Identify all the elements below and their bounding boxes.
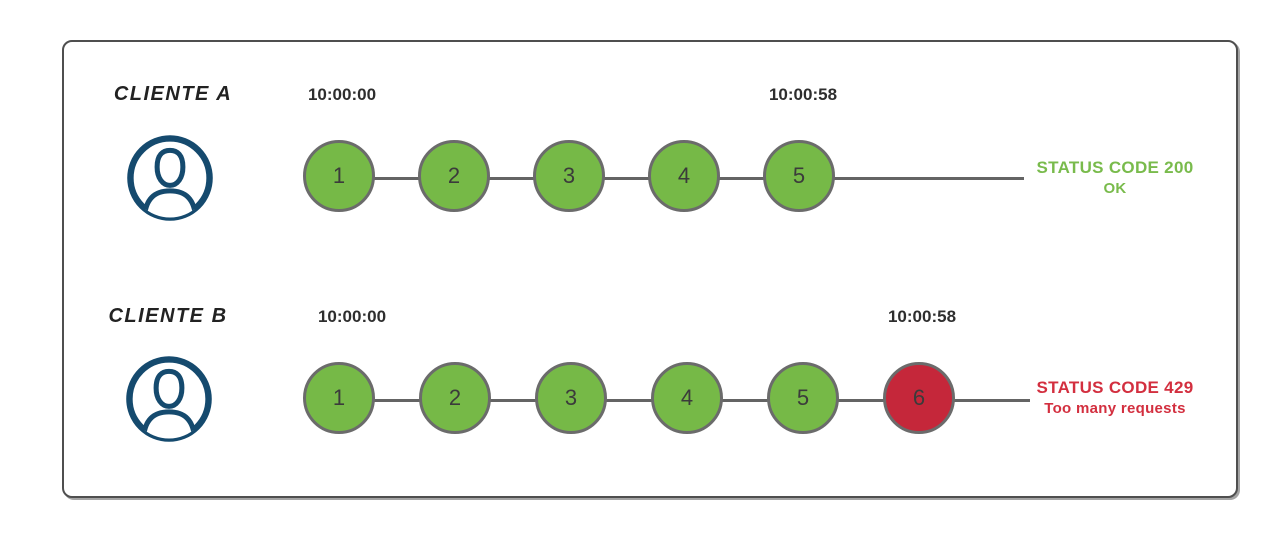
request-b-2: 2	[419, 362, 491, 434]
request-number: 1	[332, 385, 346, 410]
timestamp-start-a: 10:00:00	[307, 85, 377, 104]
status-a-message: OK	[1103, 180, 1127, 198]
request-number: 5	[792, 163, 806, 188]
client-b-label: CLIENTE B	[108, 305, 228, 327]
request-b-3: 3	[535, 362, 607, 434]
request-a-1: 1	[303, 140, 375, 212]
request-a-2: 2	[418, 140, 490, 212]
request-b-5: 5	[767, 362, 839, 434]
request-number: 3	[564, 385, 578, 410]
status-b-code: STATUS CODE 429	[1036, 378, 1194, 397]
request-number: 3	[562, 163, 576, 188]
timestamp-start-b: 10:00:00	[317, 307, 387, 326]
request-number: 4	[677, 163, 691, 188]
request-number: 1	[332, 163, 346, 188]
user-icon	[127, 135, 213, 221]
timestamp-end-b: 10:00:58	[887, 307, 957, 326]
request-number: 5	[796, 385, 810, 410]
request-a-3: 3	[533, 140, 605, 212]
user-icon	[126, 356, 212, 442]
status-b-message: Too many requests	[1044, 400, 1186, 418]
request-number: 2	[448, 385, 462, 410]
status-b: STATUS CODE 429 Too many requests	[1025, 377, 1205, 419]
request-number: 2	[447, 163, 461, 188]
diagram-frame: CLIENTE A 10:00:00 10:00:58 1 2 3 4 5 ST…	[62, 40, 1238, 498]
request-a-4: 4	[648, 140, 720, 212]
request-a-5: 5	[763, 140, 835, 212]
request-b-4: 4	[651, 362, 723, 434]
client-a-label: CLIENTE A	[113, 83, 233, 105]
status-a-code: STATUS CODE 200	[1036, 158, 1194, 177]
request-number: 6	[912, 385, 926, 410]
request-b-6: 6	[883, 362, 955, 434]
request-number: 4	[680, 385, 694, 410]
timestamp-end-a: 10:00:58	[768, 85, 838, 104]
request-b-1: 1	[303, 362, 375, 434]
status-a: STATUS CODE 200 OK	[1025, 157, 1205, 199]
